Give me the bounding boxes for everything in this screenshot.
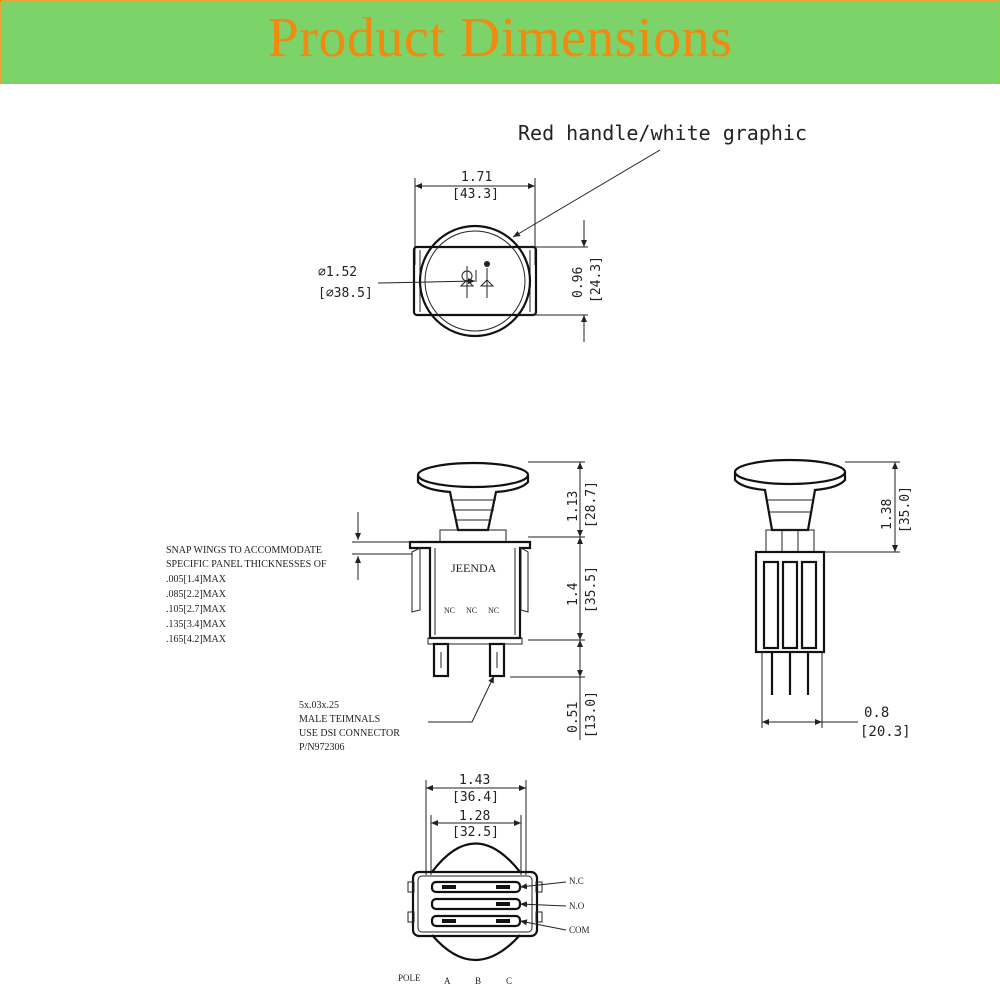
handle-cap [733,458,847,486]
thickness-item: .005[1.4]MAX [166,574,227,585]
bezel-outline [412,245,538,317]
terminal-stack [762,560,780,650]
bottom-outer-in: 1.43 [459,773,490,788]
side-view: JEENDA NC NC NC 1.13 [28.7] 1.4 [35.5] 0… [166,461,599,753]
front-width-mm: [43.3] [452,187,499,202]
bottom-inner-mm: [32.5] [452,825,499,840]
side-tab [535,911,543,923]
thickness-item: .085[2.2]MAX [166,589,227,600]
side-term-in: 0.51 [566,702,581,733]
front-view: Red handle/white graphic 1.71 [43.3] ⌀1.… [318,121,807,342]
thickness-item: .135[3.4]MAX [166,619,227,630]
nc-label: NC [466,606,477,615]
bottom-housing-inner [417,875,533,933]
side-term-mm: [13.0] [584,691,599,738]
thickness-item: .165[4.2]MAX [166,634,227,645]
handle-cap [416,461,530,489]
right-depth-mm: [20.3] [860,724,911,740]
pin-label-nc: N.C [569,876,584,886]
pole-letter: B [475,976,481,986]
callout-leader [512,149,661,238]
side-handle-in: 1.13 [566,491,581,522]
terminal-base [427,637,523,645]
snap-wing-right [520,547,529,613]
front-dia-mm: [⌀38.5] [318,286,373,301]
front-dia-in: ⌀1.52 [318,265,357,280]
front-width-in: 1.71 [461,170,492,185]
side-tab [407,911,415,923]
terminal-note-line: MALE TEIMNALS [299,714,380,725]
pin-contact [496,919,510,923]
page-title: Product Dimensions [267,7,733,69]
nc-label: NC [444,606,455,615]
bottom-housing [411,870,539,938]
dia-leader [377,278,476,285]
terminal-note-line: USE DSI CONNECTOR [299,728,400,739]
terminal-note: 5x.03x.25 MALE TEIMNALS USE DSI CONNECTO… [299,700,400,753]
title-banner [0,0,1000,84]
terminal-pin [432,642,450,678]
pole-letter: A [444,976,451,986]
pin-contact [496,885,510,889]
bottom-dome [431,842,521,873]
snap-wings-note: SNAP WINGS TO ACCOMMODATE SPECIFIC PANEL… [166,545,327,645]
pin-label-no: N.O [569,901,585,911]
switch-body [408,540,532,640]
snap-note-line: SPECIFIC PANEL THICKNESSES OF [166,559,327,570]
terminal-stack [800,560,818,650]
terminal-note-line: 5x.03x.25 [299,700,339,711]
handle-outer-circle [418,224,532,338]
right-view: 1.38 [35.0] 0.8 [20.3] [733,458,913,740]
front-callout-label: Red handle/white graphic [518,121,807,145]
terminal-note-line: P/N972306 [299,742,345,753]
side-body-in: 1.4 [566,582,581,606]
pin-leader [519,901,567,908]
pin-leader [519,881,567,890]
front-height-in: 0.96 [571,267,586,298]
terminal-leader [428,675,495,723]
side-tab [535,881,543,893]
front-height-mm: [24.3] [589,256,604,303]
handle-graphic-icon [459,261,495,298]
pin-contact [496,902,510,906]
side-body-mm: [35.5] [584,566,599,613]
pin-label-com: COM [569,925,590,935]
pin-contact [442,885,456,889]
terminal-stack [781,560,799,650]
bottom-view: 1.43 [36.4] 1.28 [32.5] N.C N.O COM POLE [398,773,590,986]
thickness-item: .105[2.7]MAX [166,604,227,615]
bottom-dome [431,934,521,961]
snap-note-line: SNAP WINGS TO ACCOMMODATE [166,545,322,556]
switch-body-side [754,550,826,654]
right-depth-in: 0.8 [864,705,889,721]
snap-wing-left [411,547,421,613]
pin-leader [519,919,567,931]
nc-label: NC [488,606,499,615]
right-height-in: 1.38 [880,499,895,530]
side-tab [407,881,415,893]
handle-inner-circle [424,230,526,332]
bottom-inner-in: 1.28 [459,809,490,824]
nut [439,529,507,543]
pole-letter: C [506,976,512,986]
pin-contact [442,919,456,923]
brand-label: JEENDA [451,561,497,575]
side-handle-mm: [28.7] [584,481,599,528]
bottom-outer-mm: [36.4] [452,790,499,805]
right-height-mm: [35.0] [898,486,913,533]
terminal-pin [488,642,506,678]
pole-label: POLE [398,973,421,983]
nut [765,529,815,553]
